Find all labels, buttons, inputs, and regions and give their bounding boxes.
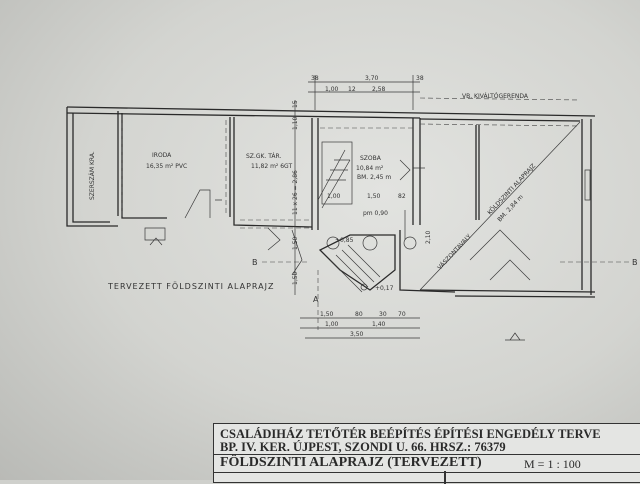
room-area-iroda: 16,35 m² PVC [146,163,187,170]
dim-bottom-30: 30 [379,311,387,318]
dim-top-370: 3,70 [365,75,379,82]
room-label-szgktar: SZ.GK. TÁR. [246,153,281,160]
dashed-lines [121,97,630,330]
dim-bottom-140: 1,40 [372,321,386,328]
dim-inner-82: 82 [398,193,406,200]
dim-inner-pm090: pm 0,90 [363,210,388,217]
section-mark-a: A [313,295,319,304]
dim-v-150b: 1,50 [292,271,299,285]
room-label-szerszam: SZERSZÁM KRA. [89,151,96,200]
dim-inner-150: 1,50 [367,193,381,200]
dim-bottom-100: 1,00 [325,321,339,328]
dim-v-15: 15 [292,100,299,108]
title-block: CSALÁDIHÁZ TETŐTÉR BEÉPÍTÉS ÉPÍTÉSI ENGE… [213,423,640,484]
room-area-szoba: 10,84 m² [356,165,384,172]
sheet-title: FÖLDSZINTI ALAPRAJZ (TERVEZETT) [220,455,482,470]
dimension-lines [215,75,420,339]
room-area-szgktar: 11,82 m² 6GT [251,163,292,170]
scale-label: M = 1 : 100 [524,457,581,471]
project-title: CSALÁDIHÁZ TETŐTÉR BEÉPÍTÉS ÉPÍTÉSI ENGE… [220,427,601,441]
dim-stair: 11 x 26 = 2,86 [292,170,299,215]
dim-bottom-80: 80 [355,311,363,318]
section-mark-b-right: B [632,258,639,267]
section-mark-b-left: B [252,258,259,267]
divider [444,471,446,484]
dim-bottom-350: 3,50 [350,331,364,338]
dim-top-100: 1,00 [325,86,339,93]
dim-v-150a: 1,50 [292,236,299,250]
level-085: +0,85 [335,237,354,244]
dim-top-38-left: 38 [311,75,319,82]
room-label-vaszon: VÁSZONTAVALY [436,233,473,272]
dim-top-258: 2,58 [372,86,386,93]
room-label-iroda: IRODA [152,152,172,159]
sheet-title-row: FÖLDSZINTI ALAPRAJZ (TERVEZETT) M = 1 : … [214,454,640,473]
dim-bottom-70: 70 [398,311,406,318]
level-017: +0,17 [375,285,394,292]
room-height-szoba: BM. 2,45 m [357,174,391,181]
beam-label: VB. KIVÁLTÓGERENDA [462,93,529,100]
project-address: BP. IV. KER. ÚJPEST, SZONDI U. 66. HRSZ.… [220,440,506,454]
dim-inner-100: 1,00 [327,193,341,200]
dim-bottom-150: 1,50 [320,311,334,318]
dim-inner-210: 2,10 [425,230,432,244]
dim-top-12: 12 [348,86,356,93]
dim-v-110: 1,10 [292,116,299,130]
dim-top-38-right: 38 [416,75,424,82]
stairs-and-details [144,121,591,341]
room-label-szoba: SZOBA [360,155,382,162]
drawing-title: TERVEZETT FÖLDSZINTI ALAPRAJZ [107,281,274,291]
